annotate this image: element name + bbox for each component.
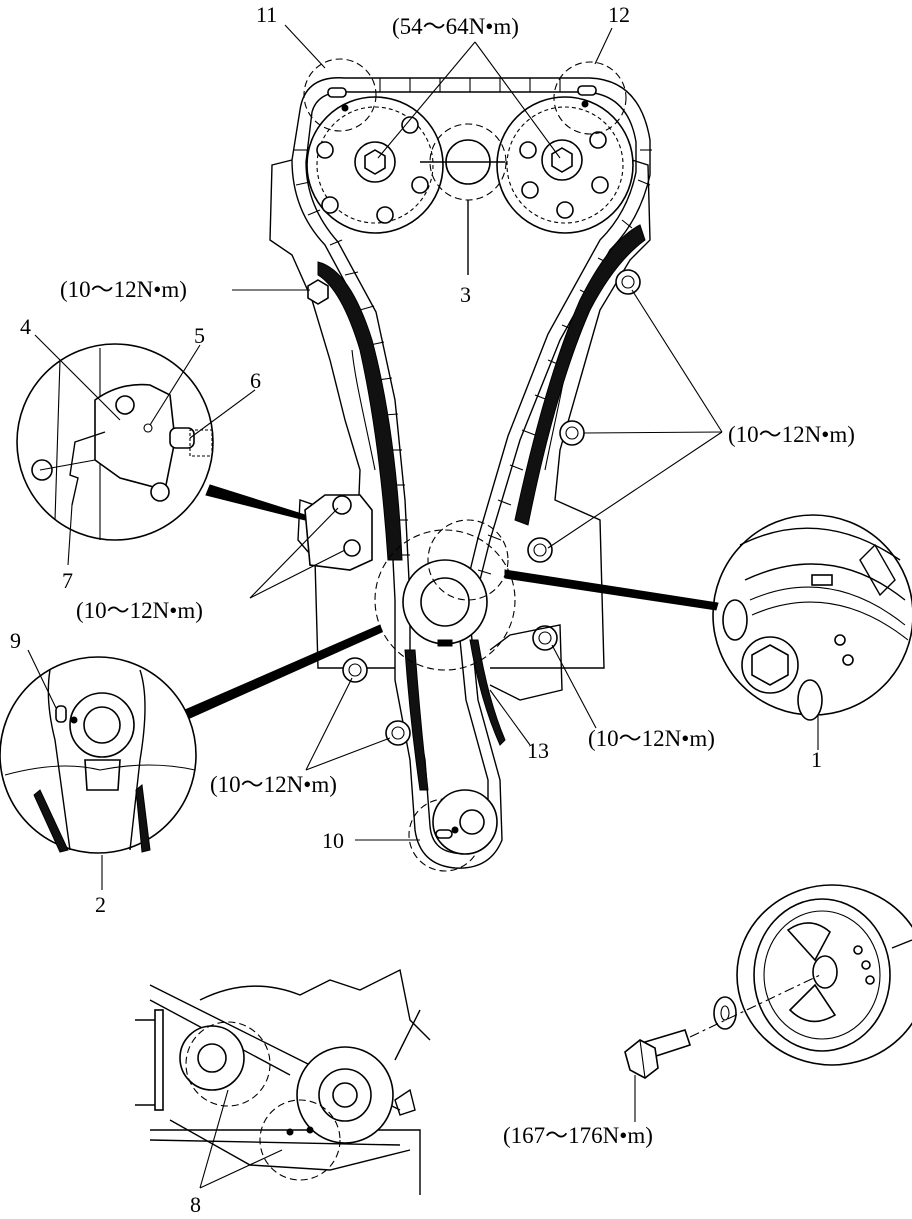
label-7: 7 (62, 568, 73, 593)
labels: 11 12 (54～64N•m) 3 (10～12N•m) 4 5 6 (10～… (10, 2, 855, 1217)
label-13: 13 (527, 738, 549, 763)
label-6: 6 (250, 368, 261, 393)
inset-connector-right (504, 569, 719, 611)
label-torque-lower-right: (10～12N•m) (588, 726, 715, 751)
mark-circle-11 (303, 58, 377, 132)
guide-bolts (307, 269, 641, 746)
exhaust-cam-sprocket (496, 96, 634, 234)
idler-gear-mark (420, 123, 507, 275)
label-10: 10 (322, 828, 344, 853)
tensioner-shoe (469, 639, 506, 746)
right-chain-guide (514, 224, 646, 526)
label-8: 8 (190, 1192, 201, 1217)
left-chain-guide (317, 261, 403, 561)
oil-pump-detail (135, 968, 431, 1195)
label-3: 3 (460, 282, 471, 307)
crank-detail-inset-left (0, 656, 197, 854)
label-torque-tensioner: (10～12N•m) (76, 598, 203, 623)
inset-connector-left (184, 624, 383, 719)
chain-tensioner (304, 494, 373, 571)
leader-lines (27, 24, 819, 1189)
label-torque-camshaft: (54～64N•m) (392, 14, 519, 39)
pulley-bolt (624, 1029, 692, 1079)
crankshaft-sprocket (374, 519, 516, 671)
tensioner-detail-inset (16, 343, 214, 541)
label-torque-right: (10～12N•m) (728, 422, 855, 447)
label-torque-lower-guide: (10～12N•m) (210, 772, 337, 797)
crankshaft-pulley (736, 884, 912, 1066)
intake-cam-sprocket (306, 96, 444, 234)
timing-chain (291, 77, 652, 869)
label-5: 5 (194, 323, 205, 348)
label-torque-pulley: (167～176N•m) (503, 1123, 653, 1148)
mark-circle-12 (553, 61, 627, 135)
oil-pump-sprocket (408, 789, 498, 872)
label-4: 4 (20, 314, 31, 339)
crank-pulley-detail-inset (712, 514, 912, 721)
inset-connector-top (205, 484, 306, 521)
pulley-washer (713, 996, 737, 1030)
label-2: 2 (95, 892, 106, 917)
label-1: 1 (811, 747, 822, 772)
label-12: 12 (608, 2, 630, 27)
label-9: 9 (10, 628, 21, 653)
label-11: 11 (256, 2, 277, 27)
lower-guide (404, 649, 429, 791)
label-torque-upper-left: (10～12N•m) (60, 277, 187, 302)
